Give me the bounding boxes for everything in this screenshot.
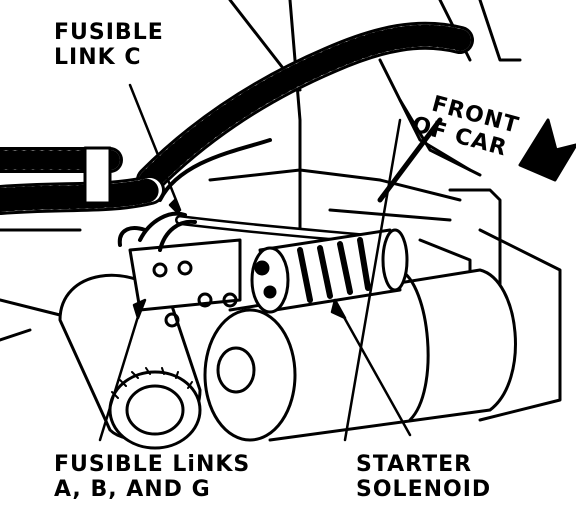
label-fusible-link-c: FUSIBLE LINK C xyxy=(54,20,164,71)
label-fusible-links-abg: FUSIBLE LiNKS A, B, AND G xyxy=(54,452,250,503)
callout-lines xyxy=(98,83,412,442)
oil-filter xyxy=(58,273,202,450)
label-fusible-link-c-line2: LINK C xyxy=(54,45,142,71)
label-fusible-links-abg-line2: A, B, AND G xyxy=(54,477,211,503)
front-arrow-icon xyxy=(518,118,576,182)
wiring-harness-main xyxy=(136,21,474,194)
label-fusible-link-c-line1: FUSIBLE xyxy=(54,20,164,45)
starter-motor xyxy=(203,268,517,442)
label-starter-solenoid-line1: STARTER xyxy=(356,452,473,477)
wiring-harness-left xyxy=(0,146,165,215)
label-starter-solenoid: STARTER SOLENOID xyxy=(356,452,491,503)
terminal-block xyxy=(117,211,242,328)
label-fusible-links-abg-line1: FUSIBLE LiNKS xyxy=(54,452,251,477)
starter-solenoid xyxy=(250,228,409,314)
label-starter-solenoid-line2: SOLENOID xyxy=(356,477,492,503)
